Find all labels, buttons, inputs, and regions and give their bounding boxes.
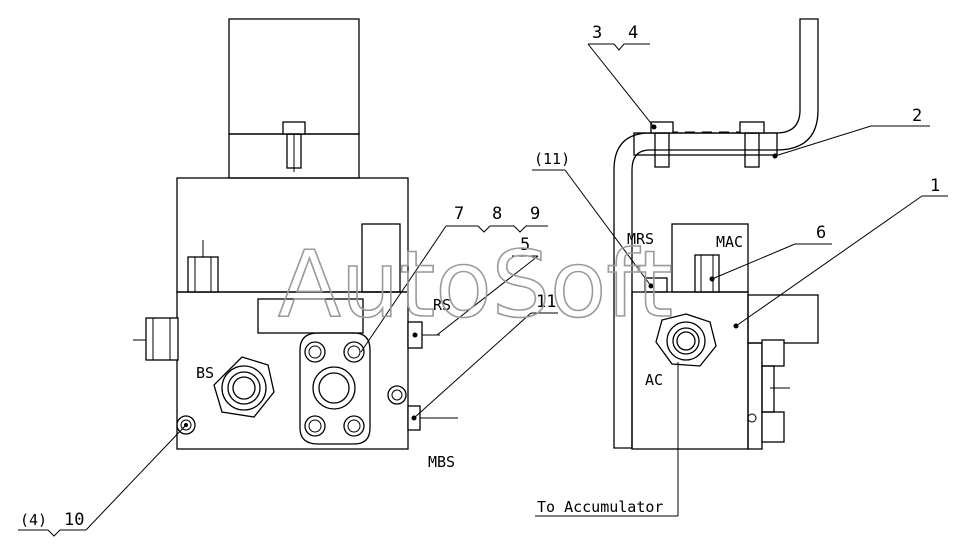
callout-6: 6 [816, 223, 826, 243]
flange-plate [299, 332, 371, 445]
left-view [133, 18, 458, 450]
left-valve-block [176, 291, 409, 450]
callout-10: 10 [64, 510, 84, 530]
mac-port-fitting [694, 254, 720, 293]
callout-4: 4 [628, 23, 638, 43]
port-label-ac: AC [645, 371, 663, 389]
port-label-mrs: MRS [627, 230, 654, 248]
port-label-rs: RS [433, 296, 451, 314]
callout-7: 7 [454, 204, 464, 224]
right-view [535, 18, 819, 517]
plate-bolt-right [739, 121, 765, 134]
port-label-mac: MAC [716, 233, 743, 251]
callout-4-ref: (4) [20, 511, 47, 529]
watermark-logo: AutoSoft [278, 231, 673, 338]
callout-leaders [18, 43, 948, 537]
left-bracket-bolt [282, 121, 306, 135]
accumulator-label: To Accumulator [537, 498, 663, 516]
bs-port [213, 356, 275, 418]
left-side-fitting [145, 317, 179, 361]
port-label-mbs: MBS [428, 453, 455, 471]
callout-11-ref: (11) [534, 150, 570, 168]
callout-11: 11 [536, 292, 556, 312]
port-labels: RS BS MBS MRS MAC AC To Accumulator [196, 230, 743, 516]
port-label-bs: BS [196, 364, 214, 382]
left-bracket [228, 18, 360, 135]
ac-port [655, 313, 717, 367]
callout-2: 2 [912, 106, 922, 126]
left-top-fitting [187, 256, 219, 293]
callout-5: 5 [520, 235, 530, 255]
callout-numbers: 3 4 2 (11) 1 7 8 9 5 6 11 (4) 10 [20, 23, 940, 530]
callout-1: 1 [930, 176, 940, 196]
side-mount-bar [747, 294, 819, 344]
mounting-plate [633, 132, 778, 156]
callout-3: 3 [592, 23, 602, 43]
callout-9: 9 [530, 204, 540, 224]
side-bolt [387, 385, 407, 405]
callout-8: 8 [492, 204, 502, 224]
